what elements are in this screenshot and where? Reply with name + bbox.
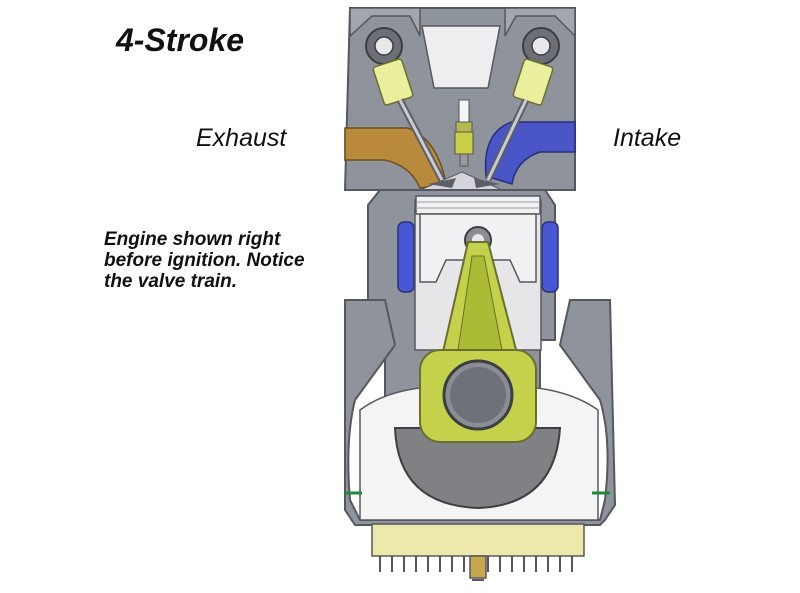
oil-sump bbox=[371, 523, 585, 557]
exhaust-label: Exhaust bbox=[196, 124, 287, 152]
intake-label: Intake bbox=[613, 124, 682, 152]
coolant-jacket-right bbox=[541, 221, 559, 293]
title-text: 4-Stroke bbox=[116, 22, 245, 58]
exhaust-valve-icon bbox=[372, 58, 456, 188]
connecting-rod bbox=[419, 241, 537, 443]
crankcase bbox=[344, 299, 617, 526]
coolant-jacket-left bbox=[397, 221, 415, 293]
intake-valve-icon bbox=[474, 58, 554, 188]
oil-pan-fins bbox=[379, 556, 573, 572]
drain-plug bbox=[469, 555, 487, 579]
spark-plug-icon bbox=[454, 99, 474, 167]
camshaft-icon bbox=[365, 27, 560, 65]
crank-counterweight bbox=[393, 427, 562, 510]
note-text: Engine shown right before ignition. Noti… bbox=[104, 229, 305, 292]
spark-plug-well bbox=[421, 25, 501, 89]
